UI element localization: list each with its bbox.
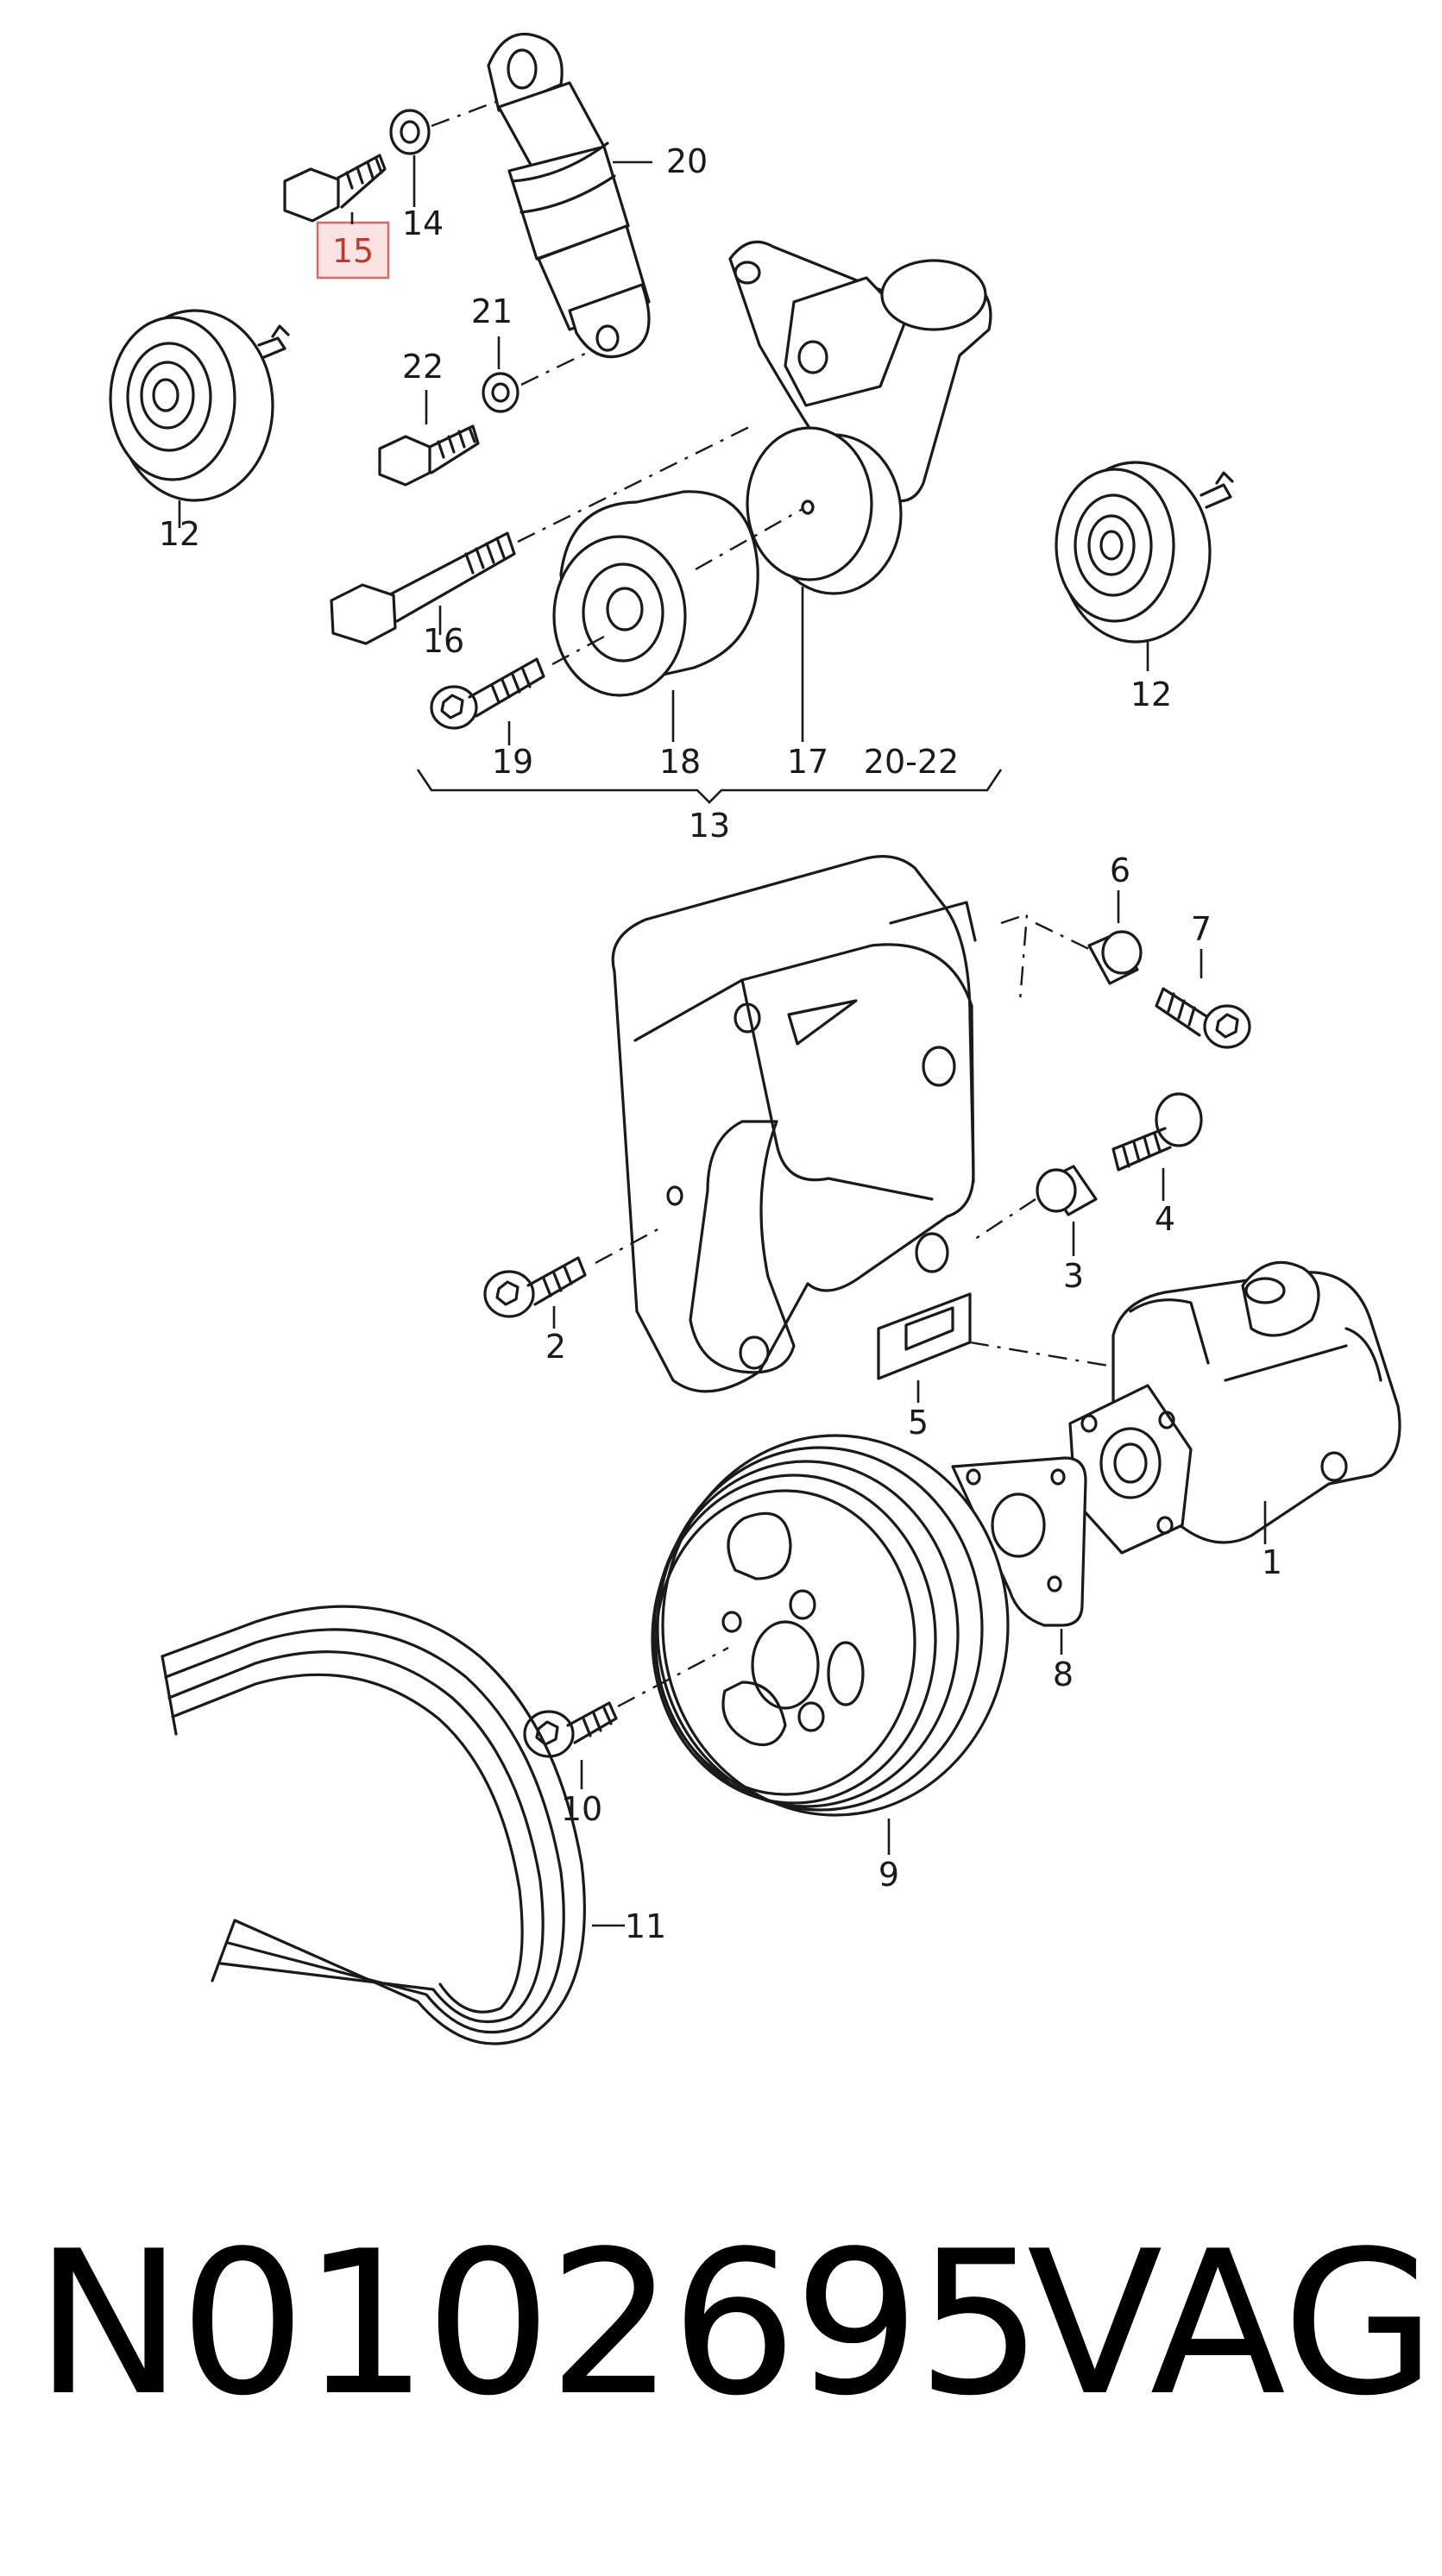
callout-22[interactable]: 22 — [402, 348, 444, 386]
washer-14 — [389, 109, 431, 155]
callout-18[interactable]: 18 — [659, 743, 701, 781]
exploded-parts-diagram: 15 14 20 21 22 12 16 12 19 18 17 20-22 1… — [109, 32, 1401, 2045]
callout-3[interactable]: 3 — [1063, 1257, 1084, 1295]
tensioner-bracket — [728, 240, 992, 503]
bolt-2 — [483, 1256, 587, 1318]
spacer-bush-3 — [1036, 1165, 1098, 1216]
bolt-10 — [523, 1701, 618, 1758]
callout-2[interactable]: 2 — [545, 1328, 566, 1366]
callout-20[interactable]: 20 — [666, 142, 708, 180]
callout-20-22[interactable]: 20-22 — [864, 743, 959, 781]
spacer-bush-6 — [1087, 930, 1143, 985]
washer-21 — [482, 372, 519, 413]
callout-5[interactable]: 5 — [908, 1404, 929, 1442]
callout-17[interactable]: 17 — [787, 743, 828, 781]
callout-11[interactable]: 11 — [625, 1907, 666, 1945]
poly-v-belt-11 — [161, 1605, 586, 2045]
callout-14[interactable]: 14 — [402, 204, 444, 242]
callout-15[interactable]: 15 — [332, 232, 374, 270]
callout-16[interactable]: 16 — [423, 622, 464, 660]
callout-7[interactable]: 7 — [1191, 910, 1212, 948]
callout-9[interactable]: 9 — [878, 1856, 899, 1894]
pump-bracket-5 — [611, 855, 977, 1393]
power-steering-pump-1 — [1068, 1260, 1401, 1555]
callout-10[interactable]: 10 — [561, 1790, 602, 1828]
bolt-16 — [330, 531, 516, 645]
callout-21[interactable]: 21 — [471, 292, 513, 330]
bolt-19 — [430, 657, 545, 730]
guide-roller-18 — [552, 490, 759, 697]
callout-6[interactable]: 6 — [1110, 851, 1130, 889]
tensioner-damper-20 — [487, 32, 651, 359]
idler-pulley-12-right — [1055, 461, 1234, 644]
part-number: N0102695 — [35, 2209, 1042, 2440]
callout-12-left[interactable]: 12 — [159, 515, 200, 553]
callout-4[interactable]: 4 — [1155, 1200, 1175, 1238]
callout-12-right[interactable]: 12 — [1130, 675, 1172, 713]
brand-name: VAG — [1027, 2209, 1437, 2440]
bolt-15 — [283, 154, 387, 223]
pump-pulley-9 — [651, 1434, 1010, 1817]
callout-1[interactable]: 1 — [1262, 1543, 1282, 1581]
bolt-22 — [378, 424, 480, 487]
callout-15-highlight — [316, 221, 390, 280]
assembly-bracket-13 — [416, 769, 1003, 804]
callout-8[interactable]: 8 — [1053, 1656, 1074, 1693]
bolt-7 — [1155, 987, 1251, 1049]
callout-19[interactable]: 19 — [492, 743, 533, 781]
idler-pulley-12-left — [109, 309, 290, 502]
pulley-disk-17 — [746, 426, 903, 595]
bolt-4 — [1111, 1092, 1203, 1172]
gasket-8 — [951, 1456, 1087, 1627]
callout-13[interactable]: 13 — [689, 807, 730, 845]
